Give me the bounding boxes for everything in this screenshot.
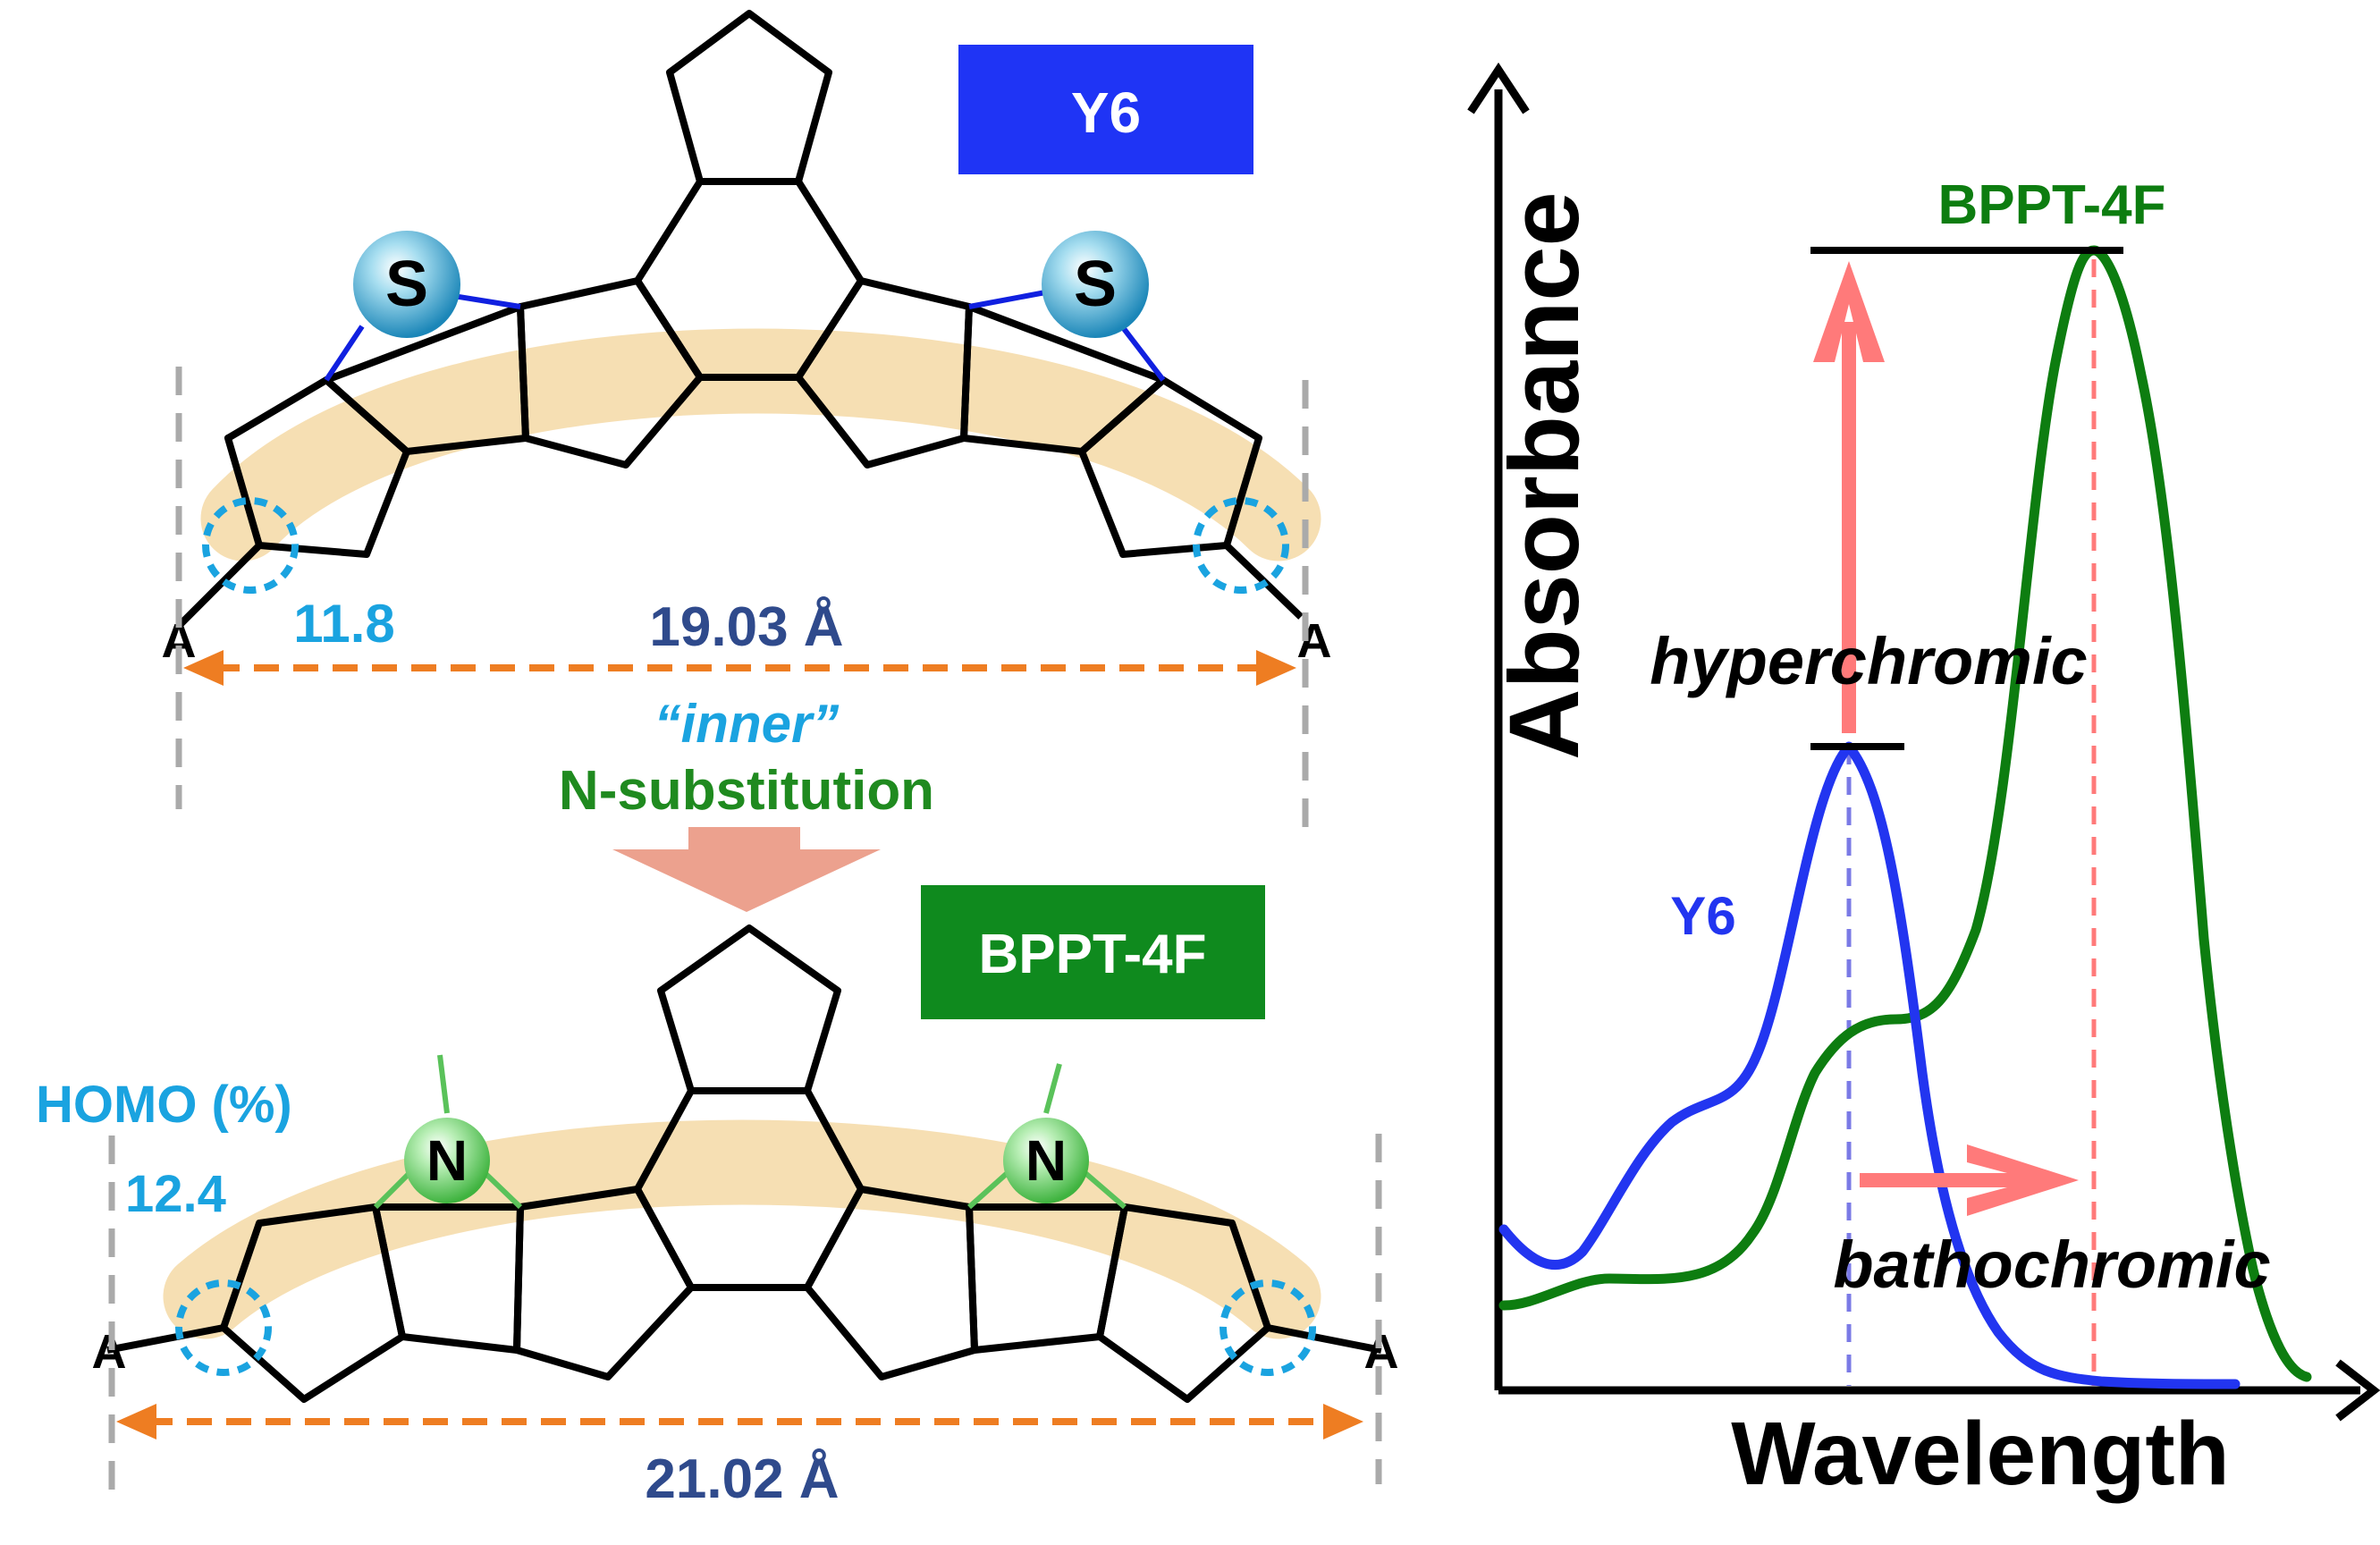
y6-distance-arrow <box>183 650 1296 686</box>
bppt-homo-marker-right <box>1220 1279 1316 1376</box>
y6-sulfur-right-label: S <box>1074 249 1117 320</box>
y6-sulfur-right: S <box>1042 231 1149 338</box>
bppt-nitrogen-left-label: N <box>426 1128 468 1193</box>
spectrum-axes <box>1467 62 2380 1422</box>
y6-label-box <box>958 45 1253 174</box>
y6-homo-value: 11.8 <box>293 594 394 654</box>
y6-homo-marker-right <box>1193 497 1289 594</box>
bppt-molecule: N N HOMO (%) 12.4 A A 21.02 Å BPPT-4F <box>36 885 1399 1510</box>
bppt-label-box <box>921 885 1265 1019</box>
bppt-label: BPPT-4F <box>979 924 1207 985</box>
bppt-distance-arrow <box>116 1404 1363 1439</box>
bppt-nitrogen-left: N <box>404 1118 490 1203</box>
y6-skeleton <box>176 10 1304 629</box>
transition-line2: N-substitution <box>559 760 934 822</box>
y6-sulfur-left-label: S <box>385 249 428 320</box>
series-y6-label: Y6 <box>1670 886 1735 946</box>
bppt-skeleton <box>106 924 1382 1403</box>
bppt-distance-label: 21.02 Å <box>645 1448 839 1510</box>
series-bppt-curve <box>1498 245 2312 1382</box>
bathochromic-label: bathochromic <box>1833 1228 2270 1302</box>
hyperchromic-arrow <box>1813 261 1885 733</box>
y6-backbone-band <box>200 328 1321 561</box>
bppt-homo-marker-left <box>175 1279 272 1376</box>
bppt-homo-title: HOMO (%) <box>36 1076 292 1134</box>
bppt-backbone-band <box>163 1119 1321 1339</box>
guide-lines <box>1846 259 2097 1386</box>
transition-line1: “inner” <box>654 694 840 754</box>
hyperchromic-label: hyperchromic <box>1650 624 2087 698</box>
y-axis-label: Absorbance <box>1490 191 1599 760</box>
series-bppt-label: BPPT-4F <box>1938 174 2166 236</box>
y6-homo-marker-left <box>202 497 299 594</box>
spectrum: Absorbance Wavelength hyperchromic batho… <box>1467 62 2380 1504</box>
bppt-nitrogen-right-label: N <box>1025 1128 1067 1193</box>
y6-label: Y6 <box>1071 80 1141 145</box>
bppt-homo-value: 12.4 <box>125 1165 226 1223</box>
transition: “inner” N-substitution <box>559 694 934 912</box>
transition-arrow <box>612 827 881 912</box>
y6-sulfur-left: S <box>353 231 460 338</box>
bppt-nitrogen-right: N <box>1003 1118 1089 1203</box>
y6-end-group-right: A <box>1297 614 1332 668</box>
bathochromic-arrow <box>1860 1144 2079 1216</box>
series-y6-curve <box>1498 741 2241 1389</box>
y6-distance-label: 19.03 Å <box>649 596 843 658</box>
x-axis-label: Wavelength <box>1731 1404 2229 1504</box>
y6-molecule: S S A A 11.8 19.03 Å Y6 <box>162 10 1332 827</box>
